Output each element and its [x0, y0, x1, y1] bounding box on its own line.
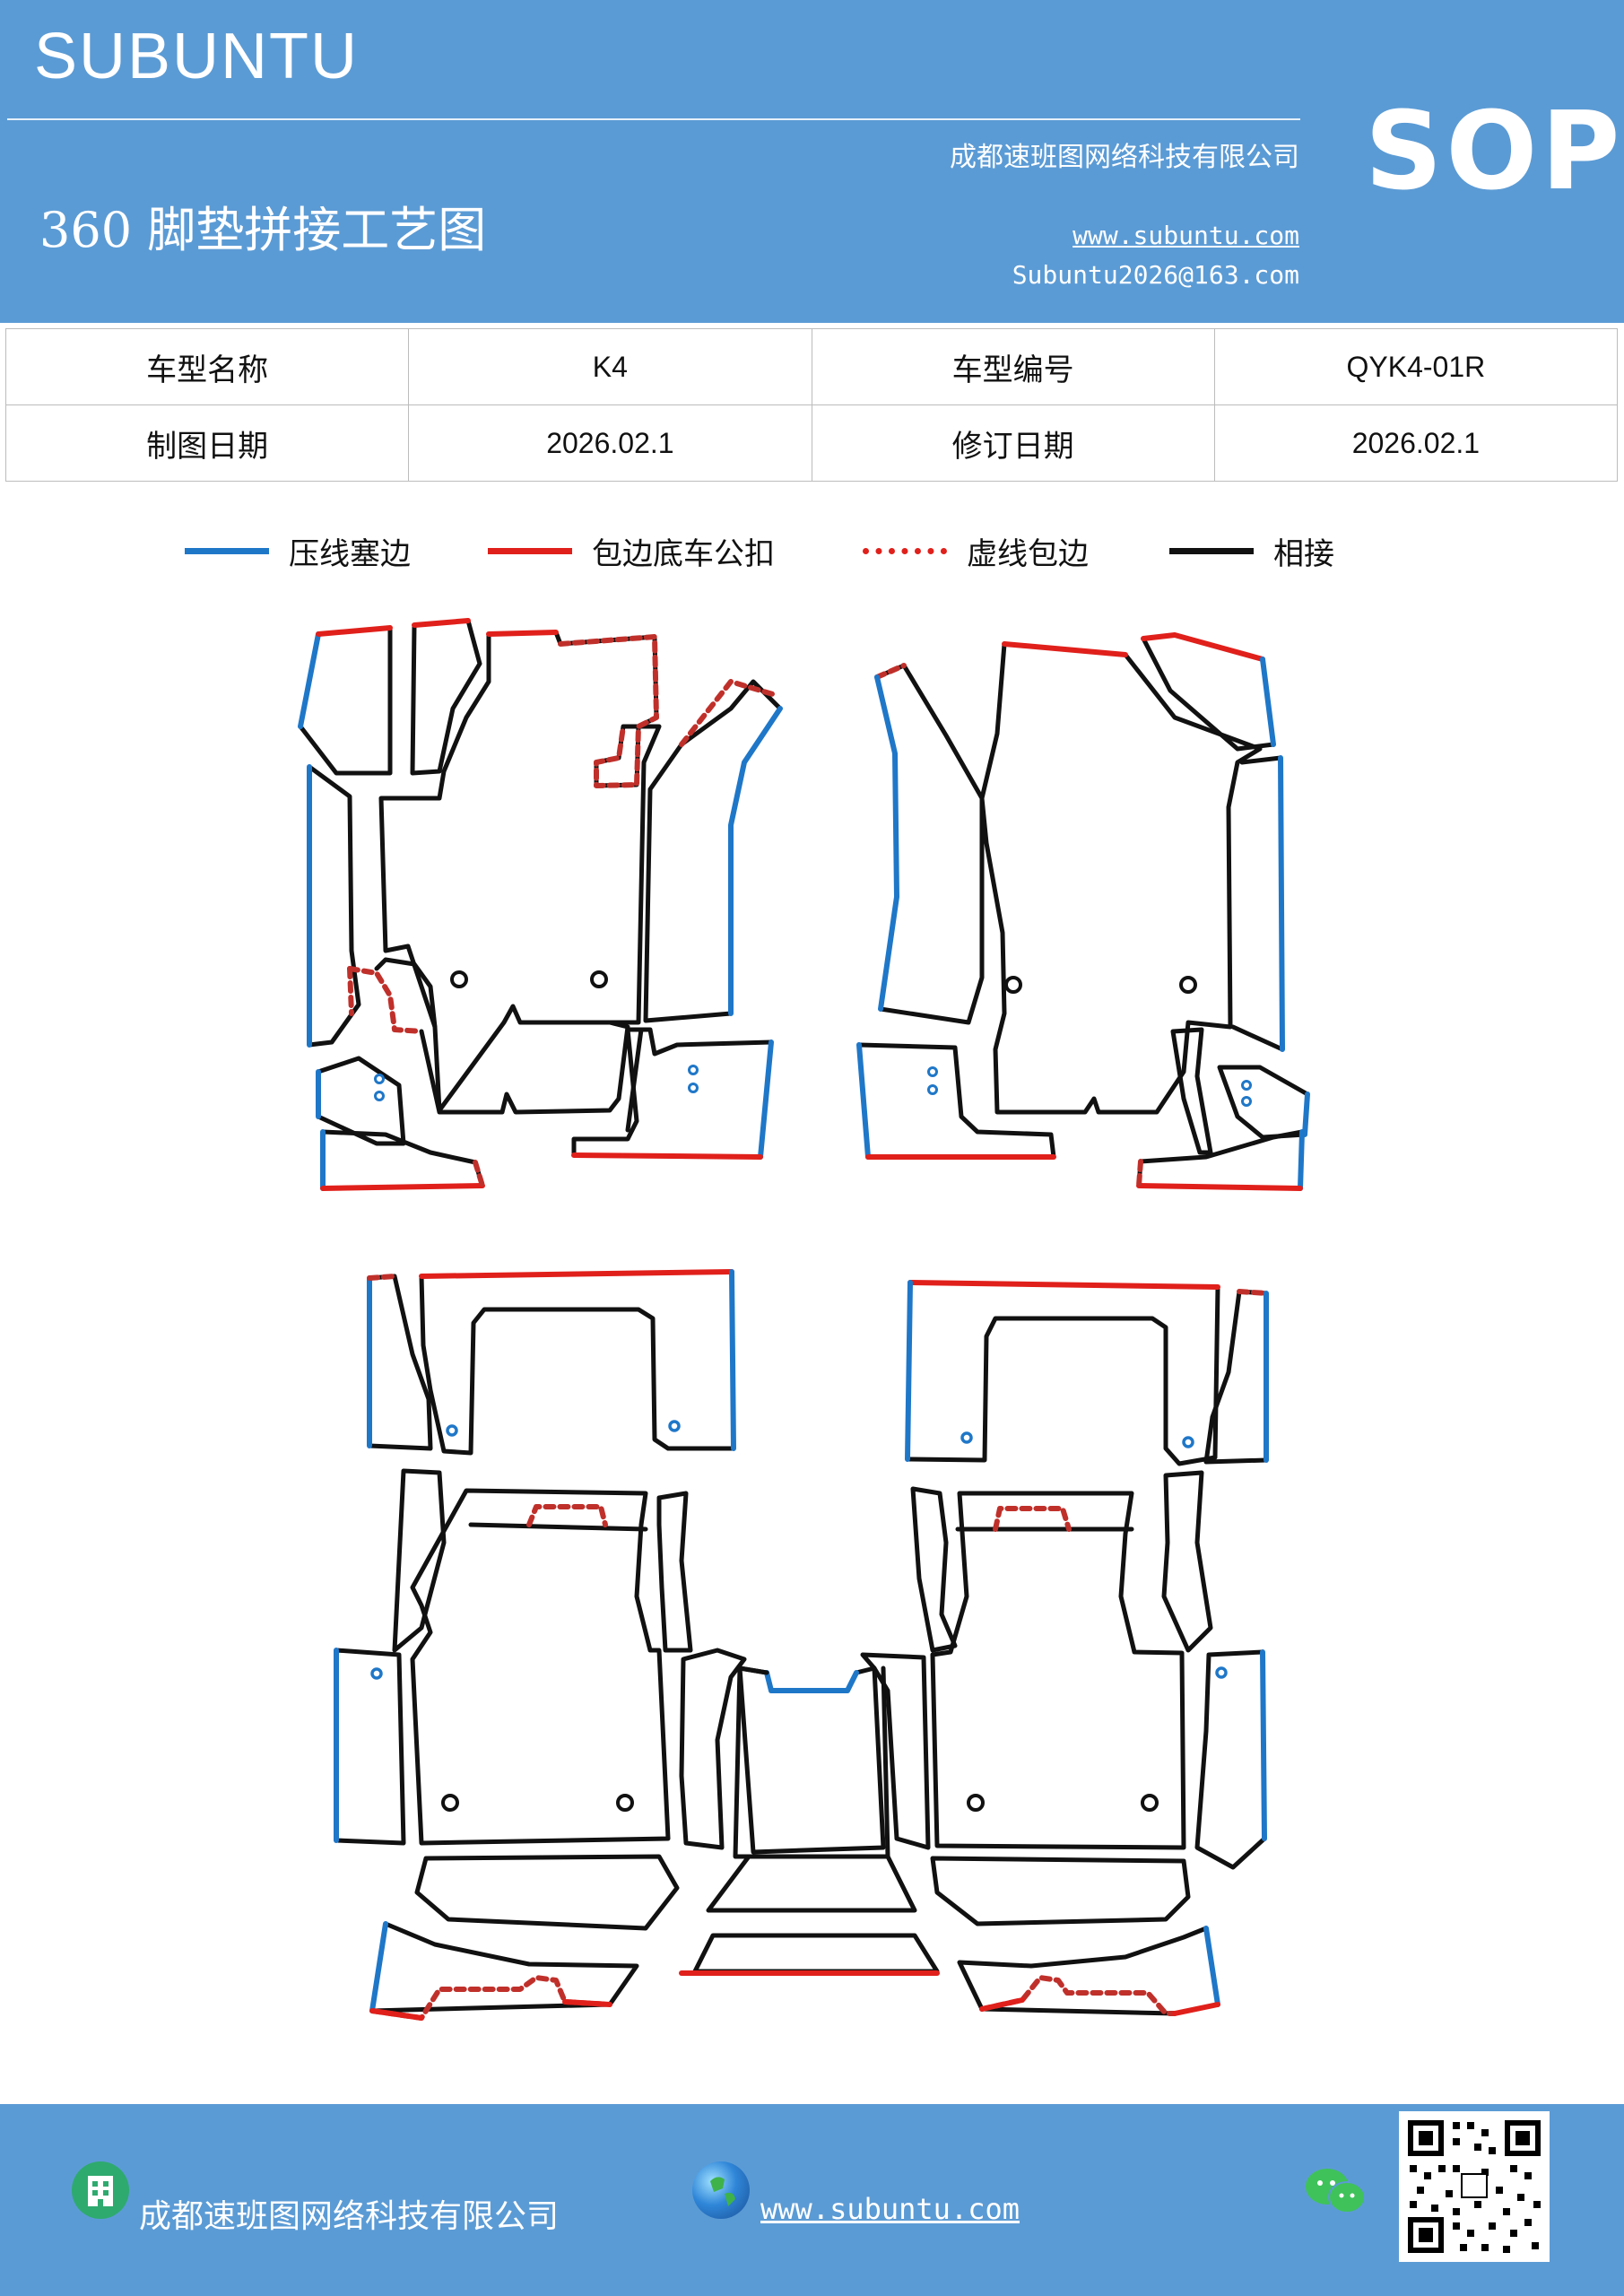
model-name-value: K4: [408, 328, 812, 405]
header-divider: [7, 118, 1300, 120]
info-row: 车型名称 K4 车型编号 QYK4-01R: [4, 328, 1619, 405]
rear-left-mat: [334, 1269, 940, 2021]
globe-icon: [692, 2161, 750, 2219]
footer-banner: 成都速班图网络科技有限公司 www.subuntu.com: [0, 2104, 1624, 2296]
draw-date-value: 2026.02.1: [408, 404, 812, 482]
front-left-mat: [298, 618, 783, 1191]
model-name-label: 车型名称: [4, 328, 410, 405]
legend-label: 虚线包边: [967, 535, 1089, 572]
brand-logo-text: SUBUNTU: [34, 21, 360, 92]
draw-date-label: 制图日期: [4, 404, 410, 482]
rear-right-mat: [860, 1280, 1269, 2016]
document-title: 360 脚垫拼接工艺图: [39, 202, 487, 258]
legend-item-press-edge: 压线塞边: [185, 524, 411, 578]
sop-badge: SOP: [1365, 90, 1624, 214]
legend-item-joined: 相接: [1169, 524, 1334, 578]
legend-swatch-black: [1169, 547, 1254, 554]
legend-label: 包边底车公扣: [592, 535, 775, 572]
header-email[interactable]: Subuntu2026@163.com: [1012, 260, 1299, 290]
building-icon: [72, 2161, 129, 2219]
model-code-value: QYK4-01R: [1213, 328, 1619, 405]
model-code-label: 车型编号: [811, 328, 1215, 405]
floor-mat-diagram: [298, 618, 1310, 2021]
legend-item-dashed-edge: 虚线包边: [863, 524, 1089, 578]
header-website-link[interactable]: www.subuntu.com: [1073, 221, 1299, 250]
info-row: 制图日期 2026.02.1 修订日期 2026.02.1: [4, 404, 1619, 482]
wechat-icon[interactable]: [1302, 2163, 1370, 2221]
info-table: 车型名称 K4 车型编号 QYK4-01R 制图日期 2026.02.1 修订日…: [4, 328, 1619, 482]
legend-label: 压线塞边: [289, 535, 411, 572]
legend-swatch-blue: [185, 547, 269, 554]
header-company: 成都速班图网络科技有限公司: [950, 142, 1299, 173]
legend-label: 相接: [1273, 535, 1334, 572]
legend-item-wrap-edge: 包边底车公扣: [488, 524, 775, 578]
footer-website-link[interactable]: www.subuntu.com: [760, 2192, 1020, 2226]
footer-company: 成都速班图网络科技有限公司: [139, 2198, 560, 2235]
front-right-mat: [856, 632, 1310, 1191]
revise-date-value: 2026.02.1: [1213, 404, 1619, 482]
header-banner: SUBUNTU 成都速班图网络科技有限公司 360 脚垫拼接工艺图 www.su…: [0, 0, 1624, 323]
qr-code: [1399, 2111, 1550, 2262]
revise-date-label: 修订日期: [811, 404, 1215, 482]
legend-swatch-dashed: [863, 547, 947, 554]
legend-swatch-red: [488, 547, 572, 554]
